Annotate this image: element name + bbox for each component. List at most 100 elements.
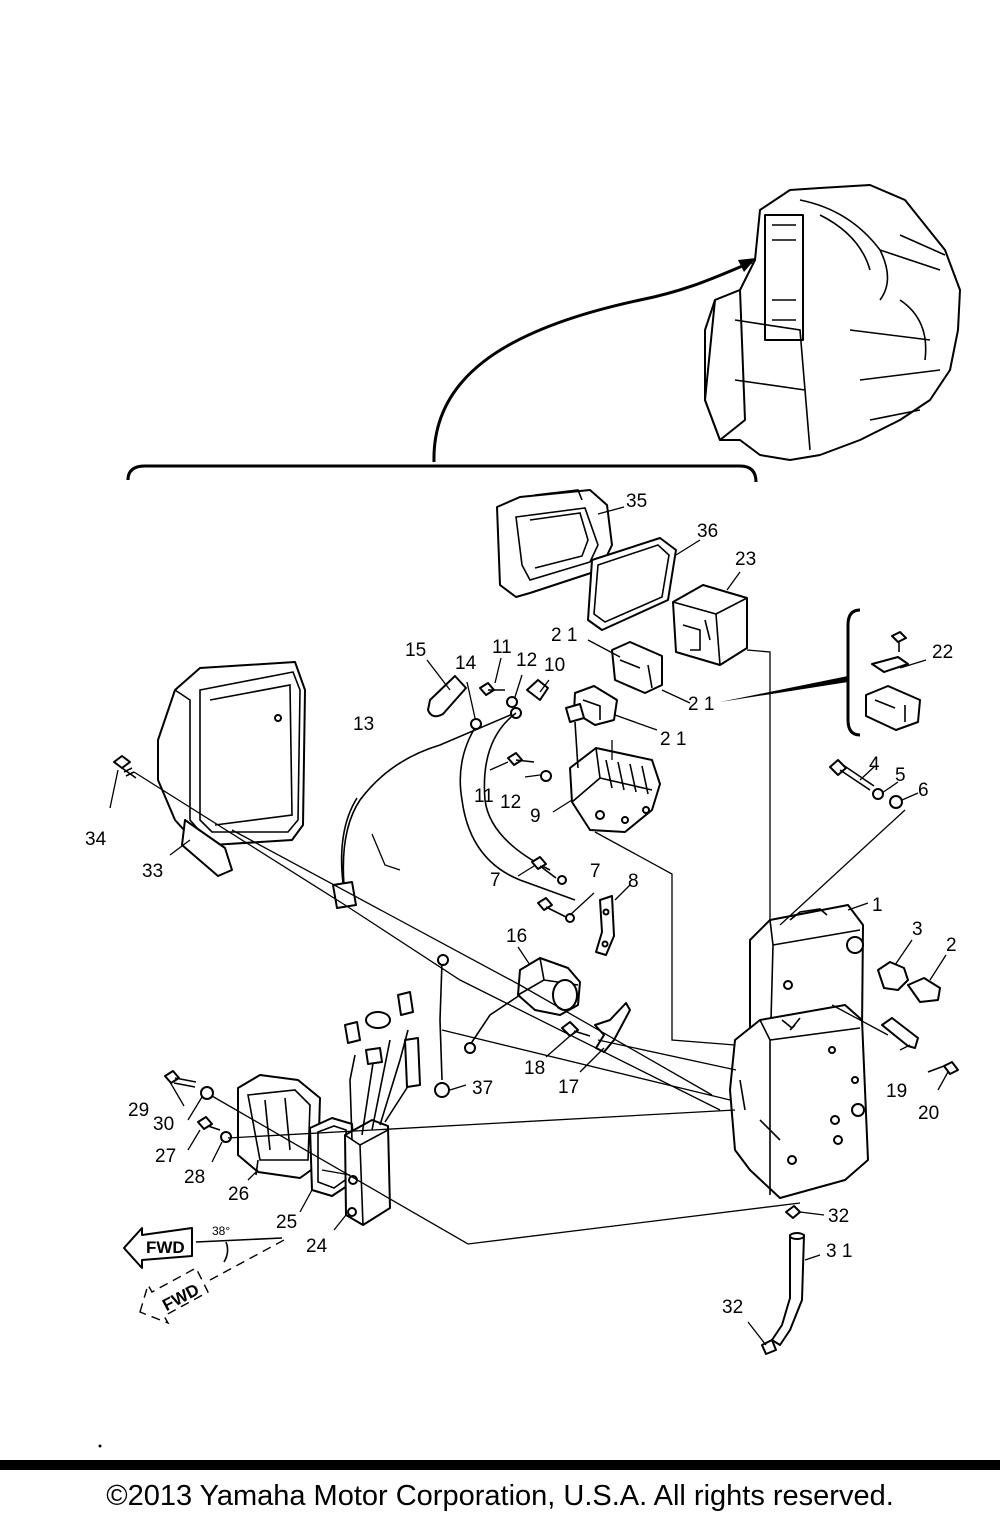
part-15-cap: [427, 675, 467, 718]
callout-21-top: 2 1: [551, 625, 577, 646]
part-28-washer: [220, 1131, 232, 1143]
part-6-washer: [889, 795, 903, 809]
overview-pointer-arrowhead: [738, 258, 756, 272]
part-9-rectifier: [569, 747, 661, 833]
callout-14: 14: [455, 653, 477, 674]
callout-30: 30: [153, 1114, 174, 1135]
callout-27: 27: [155, 1146, 176, 1167]
part-base-plate: [729, 1004, 869, 1199]
part-11-screw-lower: [507, 752, 535, 766]
callout-36: 36: [697, 521, 718, 542]
callout-29: 29: [128, 1100, 149, 1121]
callout-3: 3: [912, 919, 923, 940]
part-22-clip: [871, 656, 909, 673]
callout-32-lower: 32: [722, 1297, 743, 1318]
part-20-screw: [927, 1061, 959, 1075]
callout-7-left: 7: [490, 870, 501, 891]
fwd-arrow-ghost: FWD: [139, 1267, 209, 1325]
part-17-clamp: [594, 1002, 631, 1053]
callout-32-upper: 32: [828, 1206, 849, 1227]
part-8-plate: [595, 895, 615, 956]
part-33-cover: [157, 661, 306, 877]
part-37-lead: [439, 961, 443, 1081]
callout-25: 25: [276, 1212, 297, 1233]
callout-15: 15: [405, 640, 426, 661]
part-7-screw-b: [537, 897, 567, 918]
callout-20: 20: [918, 1103, 939, 1124]
part-12-washer-upper: [506, 696, 518, 708]
part-7-screw-a: [531, 856, 557, 879]
fwd-arrow: FWD: [123, 1227, 193, 1269]
part-32-clip-upper: [785, 1205, 801, 1219]
callout-9: 9: [530, 806, 541, 827]
callout-4: 4: [869, 754, 880, 775]
engine-overview: [704, 184, 961, 461]
callout-22: 22: [932, 642, 953, 663]
part-19-clip: [881, 1017, 919, 1049]
callout-11-upper: 11: [492, 637, 512, 658]
part-3-grommet: [877, 961, 909, 991]
part-12-washer-lower: [540, 770, 552, 782]
callout-24: 24: [306, 1236, 328, 1257]
callout-17: 17: [558, 1077, 579, 1098]
part-23-fuse-holder: [672, 584, 748, 666]
overview-pointer-line: [432, 260, 753, 463]
part-31-hose: [771, 1234, 805, 1346]
assembly-lines: [133, 649, 906, 1245]
part-11-screw-upper: [479, 682, 505, 696]
part-26-bracket: [237, 1074, 321, 1179]
callout-35: 35: [626, 491, 647, 512]
part-4-bolt: [829, 759, 875, 791]
callout-8: 8: [628, 871, 639, 892]
callout-11-lower: 11: [474, 786, 494, 807]
leader-lines: [109, 506, 949, 1346]
callout-18: 18: [524, 1058, 545, 1079]
part-22-screw: [891, 631, 907, 643]
angle-arc: [223, 1241, 229, 1263]
callout-10: 10: [544, 655, 565, 676]
callout-19: 19: [886, 1081, 907, 1102]
part-13-harness: [342, 712, 516, 886]
group-bracket: [126, 464, 758, 483]
part-27-screw: [197, 1116, 221, 1131]
angle-line-lower: [209, 1239, 285, 1281]
callout-21-mid: 2 1: [688, 694, 714, 715]
callout-12-lower: 12: [500, 792, 521, 813]
part-2-collar: [907, 977, 941, 1003]
callout-2: 2: [946, 935, 957, 956]
callout-33: 33: [142, 861, 163, 882]
copyright-text: ©2013 Yamaha Motor Corporation, U.S.A. A…: [106, 1480, 894, 1512]
angle-line-upper: [195, 1237, 283, 1243]
footer: ©2013 Yamaha Motor Corporation, U.S.A. A…: [0, 1460, 1000, 1522]
callout-26: 26: [228, 1184, 249, 1205]
callout-13: 13: [353, 714, 374, 735]
svg-text:FWD: FWD: [146, 1238, 185, 1257]
part-18-screw: [561, 1021, 591, 1037]
inset-bracket: [846, 608, 861, 737]
callout-16: 16: [506, 926, 527, 947]
callout-21-low: 2 1: [660, 729, 686, 750]
callout-12-upper: 12: [516, 650, 537, 671]
callout-labels: 35 36 23 2 1 2 1 2 1 22 15 14 11 12 10 1…: [85, 491, 957, 1318]
part-34-screw: [113, 755, 137, 779]
callout-34: 34: [85, 829, 107, 850]
part-14-terminal: [470, 718, 482, 730]
part-24-cdi-unit: [344, 991, 421, 1226]
part-30-washer: [200, 1086, 214, 1100]
inset-pointer: [720, 676, 848, 702]
callout-23: 23: [735, 549, 756, 570]
callout-5: 5: [895, 765, 906, 786]
callout-28: 28: [184, 1167, 205, 1188]
part-14-wire: [459, 725, 576, 901]
callout-7-right: 7: [590, 861, 601, 882]
callout-37: 37: [472, 1078, 493, 1099]
callout-6: 6: [918, 780, 929, 801]
part-5-washer: [872, 788, 884, 800]
angle-label: 38°: [212, 1224, 230, 1238]
part-29-bolt: [164, 1070, 197, 1088]
callout-1: 1: [872, 895, 883, 916]
part-10-terminal: [526, 679, 549, 701]
part-16-relay: [464, 957, 581, 1054]
callout-31: 3 1: [826, 1241, 852, 1262]
parts-diagram: FWD FWD 38°: [85, 184, 961, 1448]
